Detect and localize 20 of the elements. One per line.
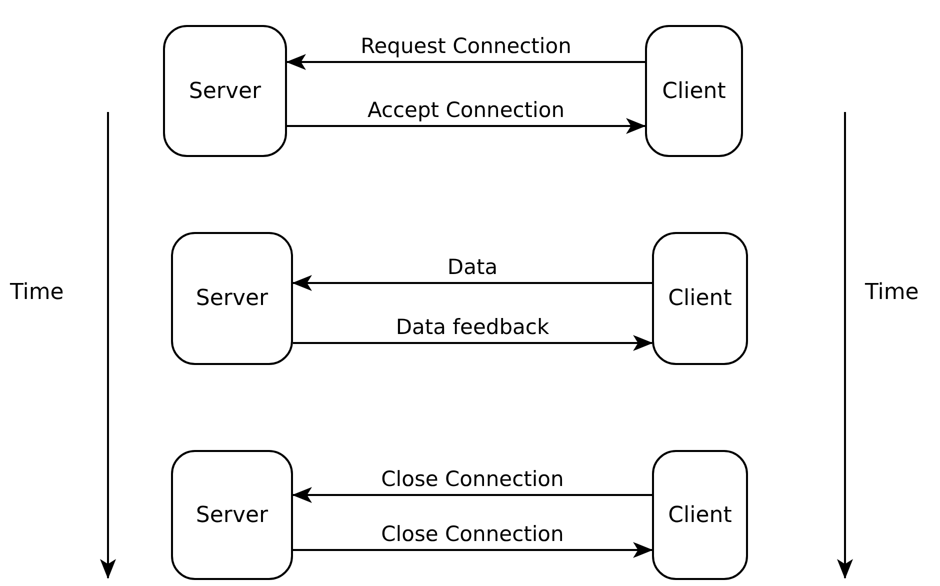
rounded-box	[171, 450, 293, 580]
rounded-box	[163, 25, 287, 157]
node-label: Server	[196, 502, 268, 528]
arrow	[293, 542, 653, 558]
node-label: Client	[668, 502, 732, 528]
arrow	[292, 275, 652, 291]
node-label: Client	[668, 286, 732, 311]
arrow	[293, 335, 653, 351]
node-label: Client	[662, 78, 726, 104]
time-label: Time	[865, 280, 919, 305]
node-label: Server	[188, 78, 262, 104]
rounded-box	[652, 232, 748, 365]
time-label: Time	[10, 280, 64, 305]
arrow	[292, 487, 652, 503]
rounded-box	[171, 232, 293, 365]
rounded-box	[645, 25, 743, 157]
node-label: Server	[196, 286, 268, 311]
rounded-box	[652, 450, 748, 580]
arrow	[286, 54, 645, 70]
arrow	[287, 118, 646, 134]
